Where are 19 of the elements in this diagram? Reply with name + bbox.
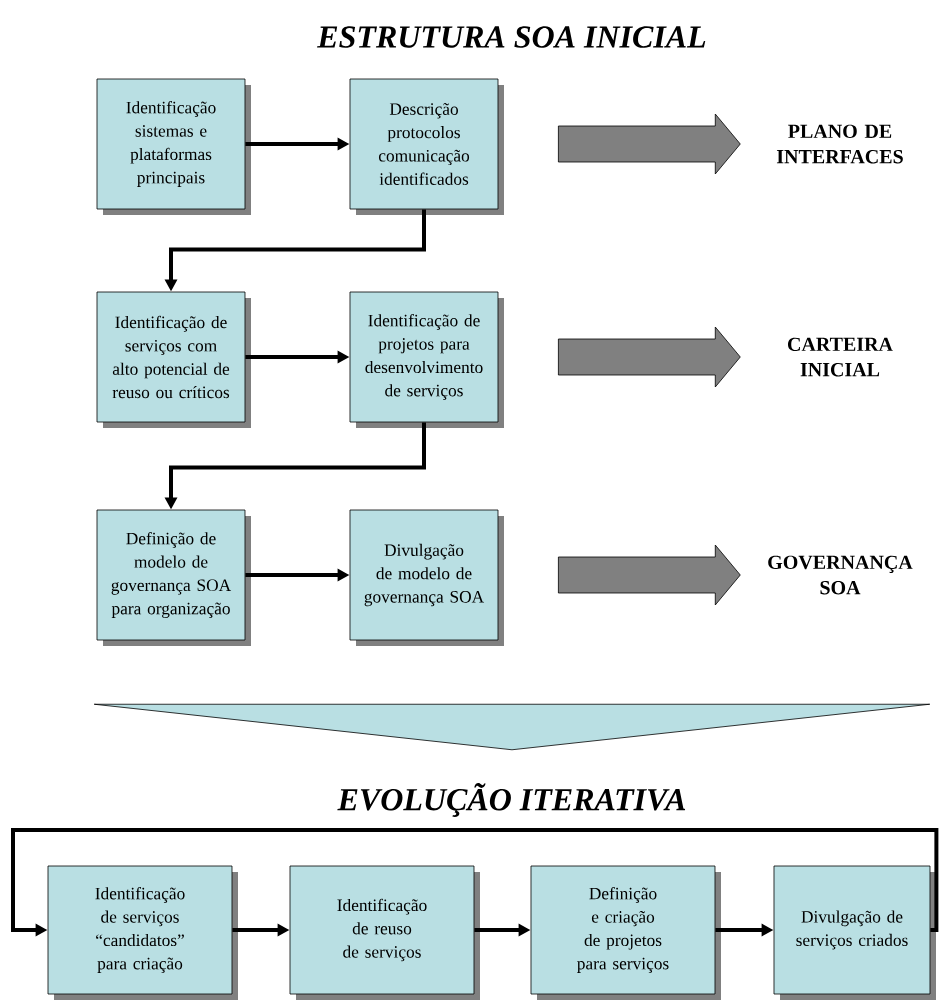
section-title: EVOLUÇÃO ITERATIVA (337, 783, 686, 817)
process-box: Divulgação de serviços criados (773, 865, 936, 1000)
block-arrow (558, 544, 741, 606)
process-box: Divulgação de modelo de governança SOA (349, 509, 504, 646)
outcome-label: GOVERNANÇA SOA (768, 555, 913, 595)
process-box: Identificação de projetos para desenvolvimento de serviços (349, 291, 504, 428)
process-box: Identificação sistemas e plataformas principais (96, 78, 251, 215)
process-box: Descrição protocolos comunicação identificados (349, 78, 504, 215)
block-arrow (558, 113, 741, 175)
process-box: Definição de modelo de governança SOA para organização (96, 509, 251, 646)
block-arrow (558, 326, 741, 388)
process-box: Identificação de serviços “candidatos” para criação (47, 865, 238, 1000)
funnel-band (93, 703, 931, 751)
diagram-title: ESTRUTURA SOA INICIAL (317, 26, 706, 48)
outcome-label: CARTEIRA INICIAL (788, 337, 893, 377)
process-box: Definição e criação de projetos para serviços (530, 865, 721, 1000)
process-box: Identificação de reuso de serviços (289, 865, 480, 1000)
process-box: Identificação de serviços com alto potencial de reuso ou críticos (96, 291, 251, 428)
outcome-label: PLANO DE INTERFACES (776, 124, 903, 164)
